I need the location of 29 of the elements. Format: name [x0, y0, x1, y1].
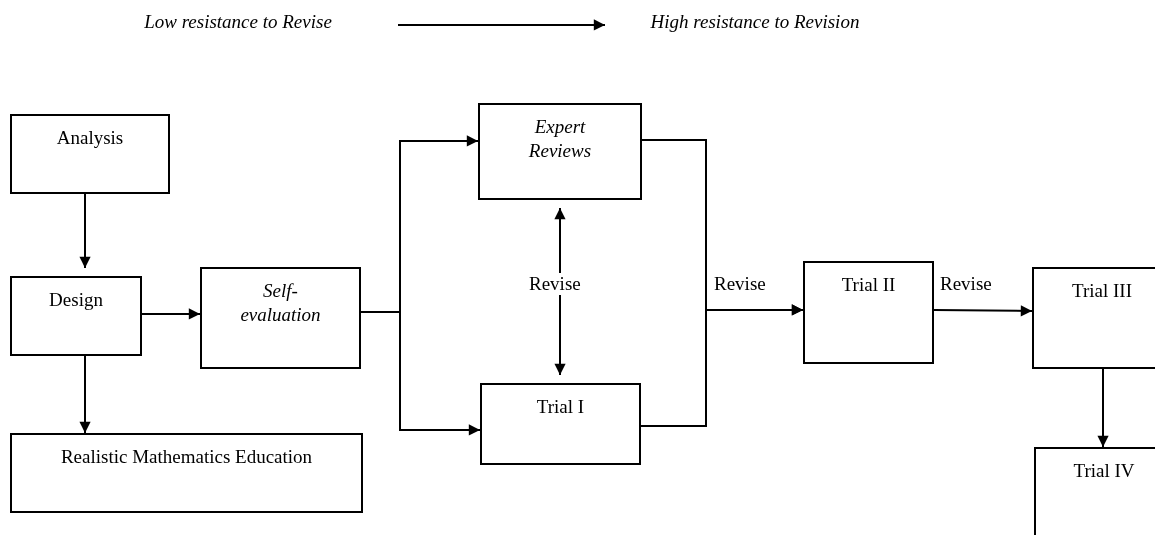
- stage-label: Trial IV: [1073, 459, 1135, 483]
- stage-box: [1034, 447, 1155, 535]
- stage-box: [10, 114, 170, 194]
- stage-label: Design: [49, 288, 103, 312]
- stage-label: Trial I: [536, 395, 585, 419]
- stage-label: Trial III: [1072, 279, 1132, 303]
- edge-label: Revise: [527, 273, 583, 295]
- stage-box: [480, 383, 641, 465]
- stage-box: [10, 276, 142, 356]
- stage-label: Self-evaluation: [239, 279, 322, 327]
- stage-box: [200, 267, 361, 369]
- arrow: [141, 308, 201, 320]
- stage-box: [1032, 267, 1155, 369]
- stage-label: Realistic Mathematics Education: [60, 445, 313, 469]
- stage-label: Trial II: [841, 273, 896, 297]
- arrow: [79, 193, 91, 269]
- arrow: [1097, 368, 1109, 448]
- arrow: [79, 355, 91, 434]
- end-label: High resistance to Revision: [650, 10, 860, 34]
- arrow: [933, 305, 1033, 317]
- stage-label: Expert Reviews: [527, 115, 593, 163]
- stage-box: [10, 433, 363, 513]
- stage-box: [803, 261, 934, 364]
- arrow: [360, 311, 481, 436]
- arrow: [640, 304, 804, 427]
- start-label: Low resistance to Revise: [144, 10, 332, 34]
- stage-label: Analysis: [56, 126, 124, 150]
- direction-arrow: [397, 19, 606, 31]
- stage-box: [478, 103, 642, 200]
